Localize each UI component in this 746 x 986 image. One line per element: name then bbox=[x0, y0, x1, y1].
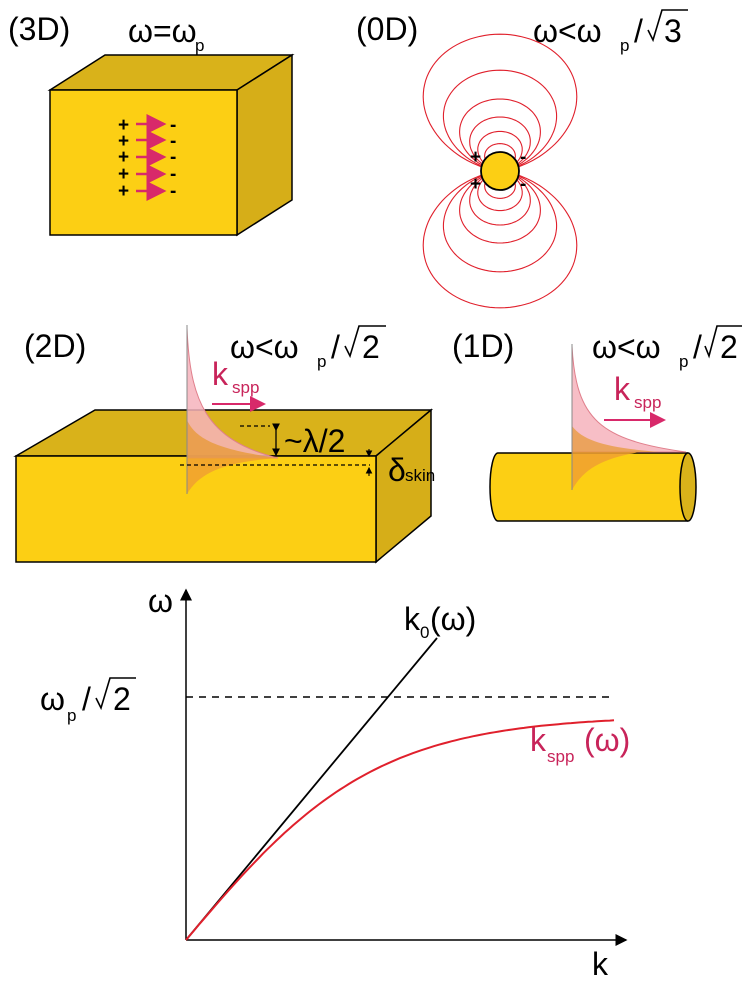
field-line bbox=[442, 69, 558, 172]
asymptote-label: ω bbox=[40, 681, 65, 717]
wire-right-end bbox=[679, 452, 697, 522]
asymptote-slash: / bbox=[82, 681, 91, 717]
panel-2d-tag: (2D) bbox=[24, 328, 86, 364]
field-line bbox=[422, 170, 578, 309]
light-line-label-tail: (ω) bbox=[430, 601, 476, 637]
panel-0d-radical bbox=[647, 9, 688, 43]
plus-charge: + bbox=[118, 181, 129, 202]
minus-charge: - bbox=[170, 147, 176, 168]
panel-1d-root: 2 bbox=[720, 329, 738, 365]
panel-1d-slash: / bbox=[693, 329, 702, 365]
panel-3d-omega-sub: p bbox=[195, 36, 204, 55]
wire-field-above bbox=[571, 345, 687, 453]
slab-front-face bbox=[15, 455, 377, 563]
depth-label: ~λ/2 bbox=[284, 423, 345, 459]
panel-0d-root: 3 bbox=[664, 13, 682, 49]
dipole-row: + - bbox=[118, 164, 176, 185]
panel-1d-omega-sub: p bbox=[679, 352, 688, 371]
wire-field-overlay bbox=[572, 426, 660, 452]
dipole-row: + - bbox=[118, 114, 176, 136]
field-line bbox=[422, 33, 578, 172]
panel-0d-omega: ω<ω bbox=[533, 13, 602, 49]
field-profile-above-overlay bbox=[187, 420, 278, 458]
dipole-row: + - bbox=[118, 130, 176, 152]
panel-2d-radical bbox=[344, 325, 386, 359]
panel-1d-k: k bbox=[614, 371, 631, 407]
panel-2d-slash: / bbox=[331, 329, 340, 365]
panel-1d-tag: (1D) bbox=[452, 328, 514, 364]
minus-charge: - bbox=[520, 174, 526, 195]
light-line bbox=[185, 637, 438, 941]
field-line bbox=[442, 170, 558, 273]
field-line bbox=[459, 170, 541, 244]
asymptote-label-sub: p bbox=[67, 706, 76, 725]
asymptote-radical bbox=[95, 677, 136, 711]
panel-0d-slash: / bbox=[634, 13, 643, 49]
x-axis-label: k bbox=[592, 946, 609, 982]
panel-3d-tag: (3D) bbox=[8, 11, 70, 47]
plus-charge: + bbox=[118, 147, 129, 168]
panel-2d-k-sub: spp bbox=[232, 378, 259, 397]
plus-charge: + bbox=[470, 147, 481, 168]
panel-1d: (1D) ω<ω p / 2 k spp bbox=[452, 325, 742, 522]
cube-front-face bbox=[49, 89, 238, 236]
panel-3d: (3D) ω=ω p + - + - + - + bbox=[8, 11, 295, 237]
skin-delta-sub: skin bbox=[405, 466, 435, 485]
field-profile-below bbox=[187, 458, 278, 494]
minus-charge: - bbox=[170, 164, 176, 185]
dipole-arrays: + - + - + - + - + - bbox=[118, 114, 176, 202]
spp-curve-label-sub: spp bbox=[547, 747, 574, 766]
nanoparticle bbox=[480, 151, 520, 191]
panel-2d-root: 2 bbox=[362, 329, 380, 365]
panel-3d-omega: ω=ω bbox=[128, 13, 197, 49]
wire-left-end bbox=[489, 452, 499, 522]
y-axis-label: ω bbox=[148, 583, 173, 619]
spp-curve-label-main: k bbox=[530, 722, 547, 758]
light-line-label-main: k bbox=[404, 601, 421, 637]
panel-1d-k-sub: spp bbox=[634, 393, 661, 412]
panel-1d-radical bbox=[704, 325, 742, 359]
asymptote-root: 2 bbox=[113, 681, 131, 717]
field-line bbox=[459, 98, 541, 172]
minus-charge: - bbox=[520, 147, 526, 168]
light-line-label: k 0 (ω) bbox=[404, 601, 476, 642]
minus-charge: - bbox=[170, 181, 176, 202]
skin-delta: δ bbox=[388, 452, 406, 488]
spp-curve-label: k spp (ω) bbox=[530, 722, 630, 766]
panel-0d-tag: (0D) bbox=[356, 11, 418, 47]
plus-charge: + bbox=[118, 131, 129, 152]
panel-2d-k: k bbox=[212, 356, 229, 392]
panel-2d: (2D) ω<ω p / 2 ~λ/2 δ skin k spp bbox=[13, 325, 435, 564]
panel-1d-omega: ω<ω bbox=[592, 329, 661, 365]
light-line-label-sub: 0 bbox=[420, 623, 429, 642]
field-profile-above bbox=[186, 327, 279, 459]
plus-charge: + bbox=[118, 164, 129, 185]
panel-0d-omega-sub: p bbox=[620, 36, 629, 55]
plus-charge: + bbox=[470, 174, 481, 195]
dispersion-chart: ω k ω p / 2 k 0 (ω) k spp (ω) bbox=[40, 583, 630, 982]
minus-charge: - bbox=[170, 115, 176, 136]
panel-2d-omega-sub: p bbox=[317, 352, 326, 371]
wire-field-below bbox=[572, 452, 640, 490]
dipole-row: + - bbox=[118, 147, 176, 168]
panel-2d-omega: ω<ω bbox=[230, 329, 299, 365]
spp-dispersion-curve bbox=[185, 719, 615, 941]
dipole-row: + - bbox=[118, 181, 176, 202]
minus-charge: - bbox=[170, 131, 176, 152]
plus-charge: + bbox=[118, 115, 129, 136]
spp-curve-label-tail: (ω) bbox=[584, 722, 630, 758]
panel-0d: (0D) ω<ω p / 3 + + - - bbox=[356, 9, 688, 309]
